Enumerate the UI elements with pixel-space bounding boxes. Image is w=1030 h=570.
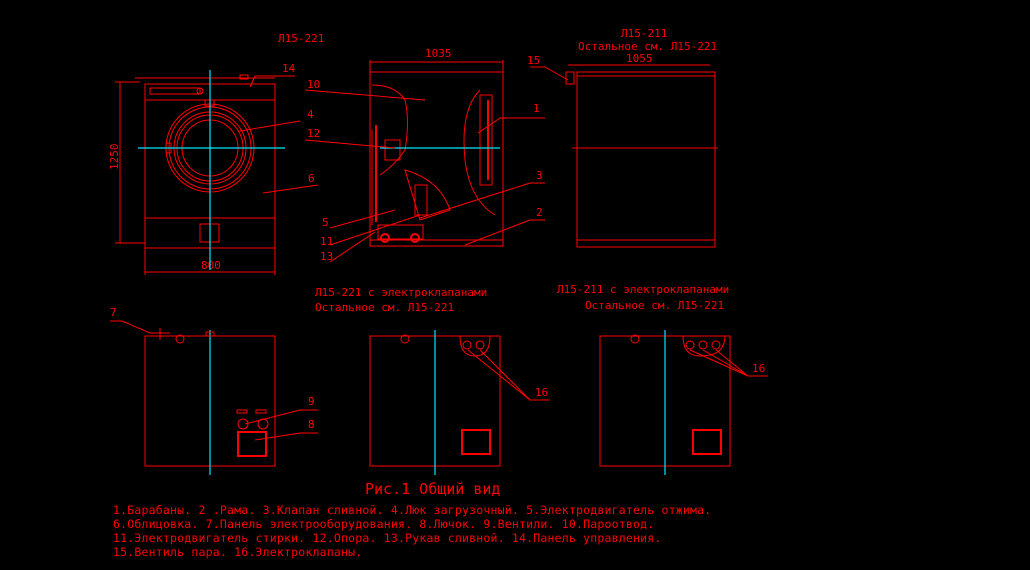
dim-width: 800 [201, 259, 221, 272]
dim-side: 1035 [425, 47, 452, 60]
top-view-valves-211: Л15-211 с электроклапанами Остальное см.… [557, 283, 768, 475]
callout-12: 12 [307, 127, 320, 140]
right-view-title: Л15-211 [621, 27, 667, 40]
callout-1: 1 [533, 102, 540, 115]
callout-6: 6 [308, 172, 315, 185]
mid-view-subtitle: Остальное см. Л15-221 [315, 301, 454, 314]
caption-line: 6.Облицовка. 7.Панель электрооборудовани… [113, 517, 654, 531]
callout-10: 10 [307, 78, 320, 91]
front-view: Л15-221 1250 800 14 4 6 [108, 32, 324, 275]
caption-line: 11.Электродвигатель стирки. 12.Опора. 13… [113, 531, 662, 545]
caption-line: 15.Вентиль пара. 16.Электроклапаны. [113, 545, 362, 559]
callout-13: 13 [320, 250, 333, 263]
right-view-subtitle: Остальное см. Л15-221 [578, 40, 717, 53]
caption-line: 1.Барабаны. 2 .Рама. 3.Клапан сливной. 4… [113, 503, 711, 517]
callout-11: 11 [320, 235, 333, 248]
callout-14: 14 [282, 62, 296, 75]
mid-view-title: Л15-221 с электроклапанами [315, 286, 487, 299]
callout-4: 4 [307, 108, 314, 121]
callout-8: 8 [308, 418, 315, 431]
callout-16a: 16 [535, 386, 548, 399]
callout-2: 2 [536, 206, 543, 219]
caption-title: Рис.1 Общий вид [365, 480, 500, 498]
br-view-title: Л15-211 с электроклапанами [557, 283, 729, 296]
callout-7: 7 [110, 306, 117, 319]
top-view-valves-221: Л15-221 с электроклапанами Остальное см.… [315, 286, 550, 475]
callout-3: 3 [536, 169, 543, 182]
right-view: Л15-211 Остальное см. Л15-221 1055 15 [527, 27, 718, 248]
control-panel-buttons [149, 87, 201, 95]
callout-5: 5 [322, 216, 329, 229]
dim-right: 1055 [626, 52, 653, 65]
side-view: 1035 10 12 1 5 11 13 3 2 [304, 47, 545, 263]
callout-16b: 16 [752, 362, 765, 375]
callout-9: 9 [308, 395, 315, 408]
front-view-title: Л15-221 [278, 32, 324, 45]
figure-caption: Рис.1 Общий вид 1.Барабаны. 2 .Рама. 3.К… [113, 480, 711, 559]
dim-height: 1250 [108, 144, 121, 171]
br-view-subtitle: Остальное см. Л15-221 [585, 299, 724, 312]
top-view-basic: 7 9 8 [110, 306, 318, 475]
callout-15: 15 [527, 54, 540, 67]
